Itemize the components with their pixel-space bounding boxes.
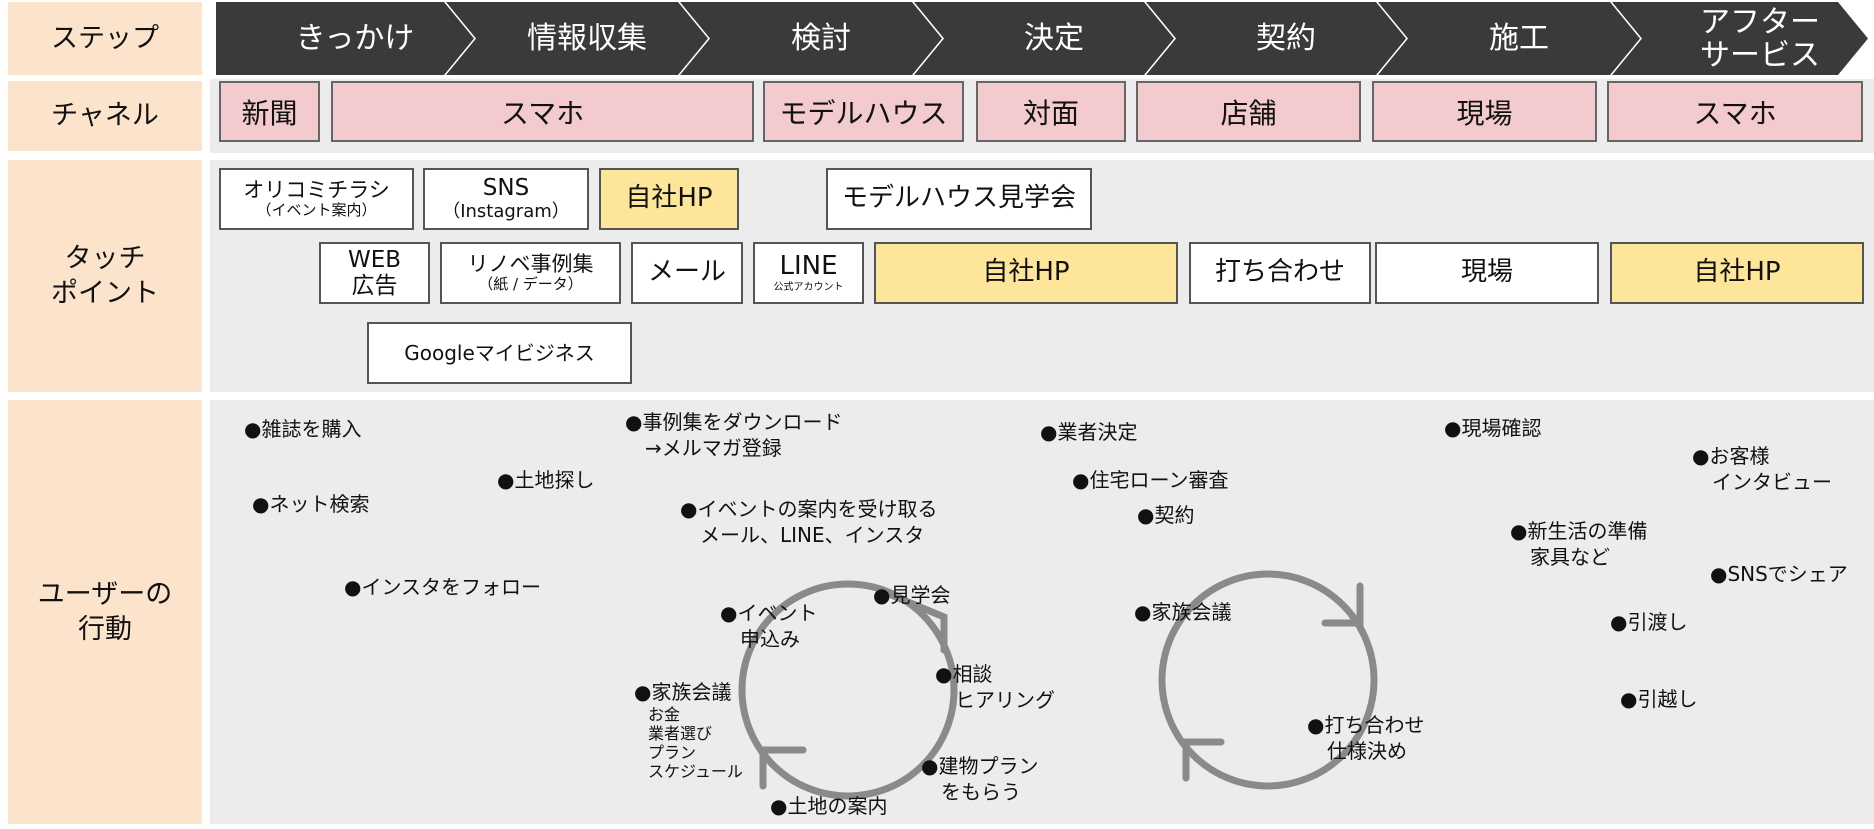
touchpoint-flyer: オリコミチラシ（イベント案内）	[219, 168, 414, 230]
action-site-check: ●現場確認	[1444, 416, 1542, 440]
row-label-step: ステップ	[8, 2, 202, 75]
action-family-meeting-2: ●家族会議	[1134, 600, 1232, 624]
action-family-meeting: ●家族会議 お金 業者選び プラン スケジュール	[634, 680, 743, 781]
action-consultation: ●相談ヒアリング	[935, 662, 1055, 712]
channel-smartphone-after: スマホ	[1607, 81, 1863, 142]
action-land-search: ●土地探し	[497, 468, 595, 492]
row-label-channel: チャネル	[8, 81, 202, 151]
channel-site: 現場	[1372, 81, 1597, 142]
action-loan-review: ●住宅ローン審査	[1072, 468, 1229, 492]
action-follow-instagram: ●インスタをフォロー	[344, 575, 542, 599]
channel-face-to-face: 対面	[976, 81, 1126, 142]
action-buy-magazine: ●雑誌を購入	[244, 417, 362, 441]
row-label-touchpoint: タッチポイント	[8, 160, 202, 392]
consideration-cycle-arrowhead-bottom	[759, 746, 807, 790]
step-contract: 契約	[1146, 2, 1406, 75]
user-action-band	[210, 400, 1874, 824]
consideration-cycle-circle	[738, 580, 958, 800]
step-info-gathering: 情報収集	[446, 2, 708, 75]
channel-model-house: モデルハウス	[763, 81, 964, 142]
touchpoint-site: 現場	[1375, 242, 1599, 304]
contract-cycle-circle	[1158, 570, 1378, 790]
row-label-user-action: ユーザーの行動	[8, 400, 202, 824]
touchpoint-sns: SNS（Instagram）	[423, 168, 589, 230]
contract-cycle-arrowhead-bottom	[1182, 738, 1225, 782]
action-choose-contractor: ●業者決定	[1040, 420, 1138, 444]
channel-smartphone: スマホ	[331, 81, 754, 142]
step-consideration: 検討	[680, 2, 942, 75]
action-new-life-prep: ●新生活の準備家具など	[1510, 519, 1648, 569]
action-contract: ●契約	[1137, 503, 1195, 527]
touchpoint-company-hp-3: 自社HP	[1610, 242, 1864, 304]
touchpoint-model-house-tour: モデルハウス見学会	[826, 168, 1092, 230]
action-event-apply: ●イベント申込み	[720, 601, 818, 651]
action-share-sns: ●SNSでシェア	[1710, 562, 1848, 586]
contract-cycle-arrowhead-top	[1321, 582, 1364, 627]
action-moving: ●引越し	[1620, 687, 1698, 711]
action-handover: ●引渡し	[1610, 610, 1688, 634]
touchpoint-meeting: 打ち合わせ	[1189, 242, 1371, 304]
step-after-service: アフターサービス	[1612, 2, 1868, 75]
action-receive-event-info: ●イベントの案内を受け取るメール、LINE、インスタ	[680, 497, 938, 547]
action-get-building-plan: ●建物プランをもらう	[921, 754, 1039, 804]
touchpoint-company-hp: 自社HP	[599, 168, 739, 230]
channel-store: 店舗	[1136, 81, 1361, 142]
touchpoint-google-my-business: Googleマイビジネス	[367, 322, 632, 384]
action-spec-meeting: ●打ち合わせ仕様決め	[1307, 713, 1425, 763]
step-decision: 決定	[914, 2, 1174, 75]
action-web-search: ●ネット検索	[252, 492, 370, 516]
consideration-cycle-arrowhead-top	[880, 588, 948, 654]
step-kikkake: きっかけ	[216, 2, 474, 75]
action-customer-interview: ●お客様インタビュー	[1692, 444, 1832, 494]
action-download-cases: ●事例集をダウンロード→メルマガ登録	[625, 410, 843, 460]
action-tour: ●見学会	[873, 583, 951, 607]
touchpoint-email: メール	[631, 242, 743, 304]
touchpoint-company-hp-2: 自社HP	[874, 242, 1178, 304]
action-land-guide: ●土地の案内	[770, 794, 888, 818]
channel-newspaper: 新聞	[219, 81, 320, 142]
touchpoint-renovation-cases: リノベ事例集（紙 / データ）	[440, 242, 621, 304]
step-construction: 施工	[1378, 2, 1640, 75]
